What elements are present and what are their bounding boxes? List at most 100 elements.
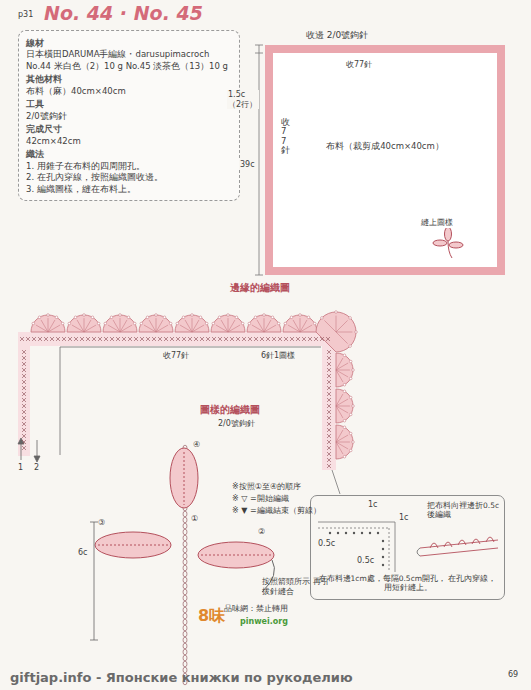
single-crochet-mark bbox=[248, 337, 252, 341]
single-crochet-mark bbox=[22, 446, 26, 450]
single-crochet-mark bbox=[212, 337, 216, 341]
picot-dot bbox=[212, 322, 215, 325]
chain-stitch bbox=[183, 511, 187, 517]
single-crochet-mark bbox=[158, 337, 162, 341]
stitch-stroke bbox=[336, 316, 337, 332]
row-number: 1 bbox=[18, 463, 23, 473]
single-crochet-mark bbox=[327, 458, 331, 462]
single-crochet-mark bbox=[110, 337, 114, 341]
picot-dot bbox=[47, 314, 50, 317]
single-crochet-mark bbox=[22, 410, 26, 414]
stitch-stroke bbox=[228, 318, 229, 332]
single-crochet-mark bbox=[327, 452, 331, 456]
single-crochet-mark bbox=[22, 356, 26, 360]
picot-dot bbox=[313, 322, 316, 325]
scallop bbox=[67, 315, 101, 332]
picot-dot bbox=[343, 419, 346, 422]
dimension: 0.5c bbox=[357, 556, 374, 566]
picot-dot bbox=[349, 345, 352, 348]
stitch-stroke bbox=[257, 320, 264, 332]
stitch-stroke bbox=[336, 363, 348, 370]
picot-dot bbox=[349, 449, 352, 452]
stitch-stroke bbox=[336, 320, 348, 332]
single-crochet-mark bbox=[22, 434, 26, 438]
single-crochet-mark bbox=[327, 434, 331, 438]
watermark: pinwei.org bbox=[240, 617, 288, 627]
note: ※按照①至④的順序 bbox=[232, 482, 301, 492]
stitch-stroke bbox=[77, 320, 84, 332]
stitch-repeats bbox=[20, 311, 384, 685]
picot-dot bbox=[235, 316, 238, 319]
chart-title: 邊緣的編織圖 bbox=[230, 282, 290, 294]
single-crochet-mark bbox=[327, 362, 331, 366]
single-crochet-mark bbox=[32, 337, 36, 341]
stitch-stroke bbox=[48, 325, 60, 332]
picot-dot bbox=[343, 354, 346, 357]
spec-line: 2/0號鉤針 bbox=[26, 111, 232, 122]
single-crochet-mark bbox=[22, 428, 26, 432]
section-heading: 織法 bbox=[26, 149, 232, 160]
scallop bbox=[283, 315, 317, 332]
hole-dot bbox=[329, 532, 331, 534]
stitch-stroke bbox=[336, 435, 348, 442]
single-crochet-mark bbox=[326, 337, 330, 341]
fabric-corner-detail bbox=[318, 522, 395, 572]
hole-dot bbox=[345, 532, 347, 534]
picot-dot bbox=[349, 317, 352, 320]
single-crochet-mark bbox=[26, 337, 30, 341]
stitch-stroke bbox=[264, 318, 265, 332]
dimension: 1.5c （2行） bbox=[227, 90, 259, 109]
single-crochet-mark bbox=[272, 337, 276, 341]
hole-dot bbox=[353, 532, 355, 534]
picot-dot bbox=[277, 322, 280, 325]
single-crochet-mark bbox=[62, 337, 66, 341]
spec-line: 2. 在孔內穿線，按照編織圖收邊。 bbox=[26, 172, 232, 183]
page-number: 69 bbox=[508, 670, 518, 680]
motif-chart bbox=[95, 448, 274, 592]
chain-stitch bbox=[183, 553, 187, 559]
row-number: 2 bbox=[34, 463, 39, 473]
note: 縫上圖樣 bbox=[420, 218, 454, 228]
picot-dot bbox=[163, 316, 166, 319]
dimension-line bbox=[255, 45, 263, 275]
single-crochet-mark bbox=[22, 374, 26, 378]
single-crochet-mark bbox=[104, 337, 108, 341]
single-crochet-mark bbox=[22, 404, 26, 408]
picot-dot bbox=[271, 316, 274, 319]
fabric-ground bbox=[273, 53, 497, 267]
spec-line: 1. 用錐子在布料的四周開孔。 bbox=[26, 161, 232, 172]
picot-dot bbox=[61, 322, 64, 325]
node-text: 把布料向裡邊折0.5c 後編織 bbox=[427, 501, 501, 520]
single-crochet-mark bbox=[278, 337, 282, 341]
single-crochet-mark bbox=[327, 392, 331, 396]
picot-dot bbox=[284, 322, 287, 325]
stitch-stroke bbox=[120, 325, 132, 332]
picot-dot bbox=[241, 322, 244, 325]
single-crochet-mark bbox=[188, 337, 192, 341]
single-crochet-mark bbox=[140, 337, 144, 341]
hole-dot bbox=[361, 532, 363, 534]
single-crochet-mark bbox=[134, 337, 138, 341]
single-crochet-mark bbox=[44, 337, 48, 341]
picot-dot bbox=[263, 314, 266, 317]
callout-number: ② bbox=[258, 527, 265, 537]
stitch-stroke bbox=[336, 332, 348, 344]
callout-number: ④ bbox=[193, 440, 200, 450]
single-crochet-mark bbox=[22, 416, 26, 420]
spec-line: No.44 米白色（2）10 g No.45 淡茶色（13）10 g bbox=[26, 61, 232, 72]
picot-dot bbox=[349, 413, 352, 416]
picot-dot bbox=[343, 455, 346, 458]
single-crochet-mark bbox=[176, 337, 180, 341]
single-crochet-mark bbox=[327, 464, 331, 468]
stitch-stroke bbox=[156, 318, 157, 332]
single-crochet-mark bbox=[327, 386, 331, 390]
single-crochet-mark bbox=[116, 337, 120, 341]
spec-line: 42cm×42cm bbox=[26, 136, 232, 147]
picot-dot bbox=[68, 322, 71, 325]
stitch-stroke bbox=[120, 318, 121, 332]
spec-line: 3. 編織圖樣，縫在布料上。 bbox=[26, 184, 232, 195]
node-text: 在布料邊1cm處，每隔0.5cm開孔， 在孔內穿線，用短針縫上。 bbox=[317, 574, 498, 593]
stitch-stroke bbox=[156, 325, 168, 332]
single-crochet-mark bbox=[284, 337, 288, 341]
stitch-count: 收77針 bbox=[162, 351, 190, 361]
